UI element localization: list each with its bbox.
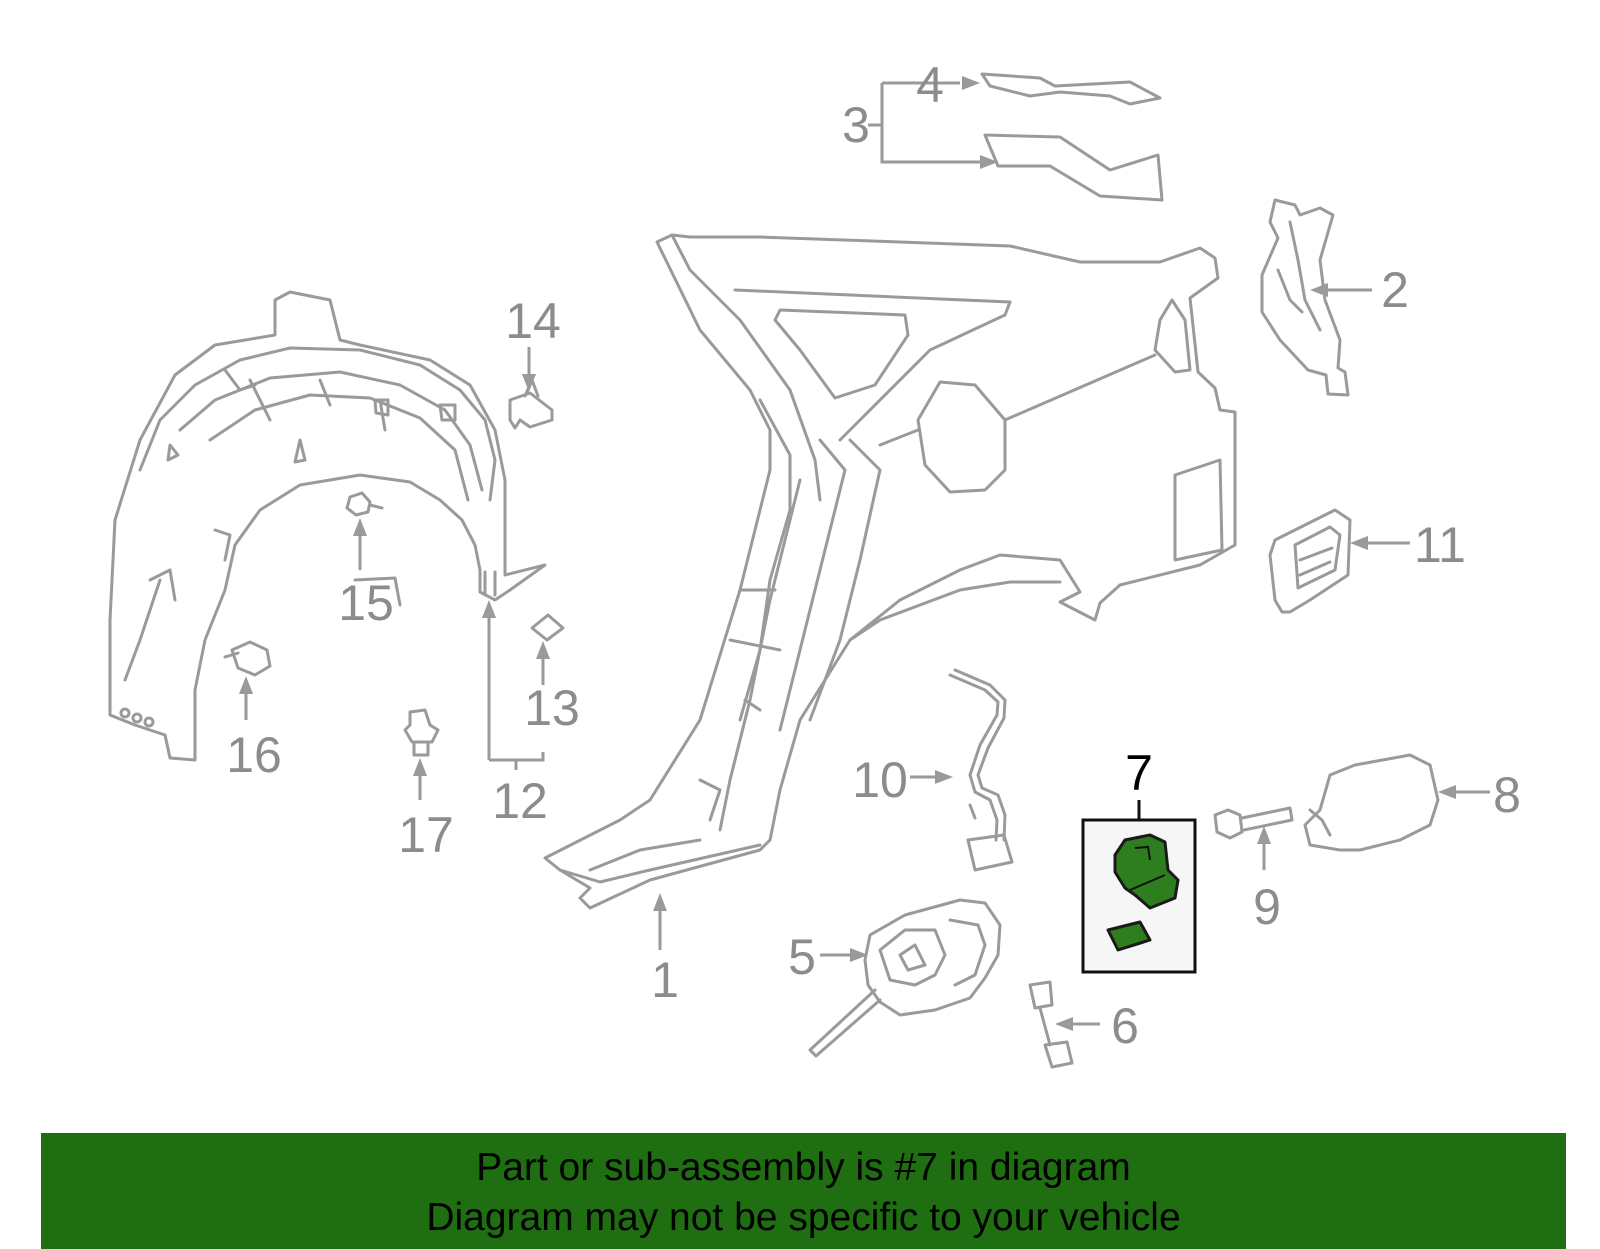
callout-1: 1 bbox=[651, 952, 679, 1008]
info-banner: Part or sub-assembly is #7 in diagram Di… bbox=[41, 1133, 1566, 1249]
callout-7: 7 bbox=[1125, 745, 1153, 801]
banner-line-1: Part or sub-assembly is #7 in diagram bbox=[476, 1146, 1131, 1189]
part-13-nut bbox=[530, 613, 565, 685]
callout-6: 6 bbox=[1111, 998, 1139, 1054]
part-2-pillar-brace bbox=[1260, 198, 1372, 397]
part-6-rod bbox=[1028, 980, 1100, 1069]
callout-3-4-leaders bbox=[868, 76, 998, 169]
part-16-bolt bbox=[223, 640, 272, 720]
banner-line-2: Diagram may not be specific to your vehi… bbox=[426, 1196, 1181, 1239]
part-5-housing bbox=[808, 898, 1002, 1058]
callout-10: 10 bbox=[852, 752, 908, 808]
part-7-actuator bbox=[1106, 833, 1180, 952]
callout-11: 11 bbox=[1414, 517, 1466, 573]
parts-diagram: 1 2 3 4 5 6 7 8 9 10 11 12 13 14 15 16 1… bbox=[108, 57, 1521, 1069]
callout-9: 9 bbox=[1253, 879, 1281, 935]
callout-17: 17 bbox=[398, 807, 454, 863]
part-12-wheel-liner bbox=[108, 290, 547, 770]
callout-labels: 1 2 3 4 5 6 7 8 9 10 11 12 13 14 15 16 1… bbox=[226, 57, 1521, 1054]
callout-15: 15 bbox=[338, 575, 394, 631]
part-1-quarter-panel bbox=[543, 233, 1237, 950]
callout-12: 12 bbox=[492, 773, 548, 829]
callout-2: 2 bbox=[1381, 262, 1409, 318]
callout-13: 13 bbox=[524, 680, 580, 736]
callout-4: 4 bbox=[916, 57, 944, 113]
part-15-push-pin bbox=[345, 491, 384, 570]
part-9-screw bbox=[1213, 806, 1294, 870]
part-17-fastener bbox=[403, 708, 440, 800]
part-14-clip bbox=[508, 347, 554, 430]
part-3-lower-strip bbox=[983, 133, 1164, 202]
part-4-upper-strip bbox=[980, 72, 1162, 106]
part-11-plate bbox=[1268, 508, 1410, 614]
callout-14: 14 bbox=[505, 293, 561, 349]
part-10-cable bbox=[910, 668, 1014, 872]
callout-3: 3 bbox=[842, 97, 870, 153]
part-8-fuel-door bbox=[1303, 753, 1490, 852]
callout-8: 8 bbox=[1493, 767, 1521, 823]
callout-16: 16 bbox=[226, 727, 282, 783]
callout-5: 5 bbox=[788, 929, 816, 985]
